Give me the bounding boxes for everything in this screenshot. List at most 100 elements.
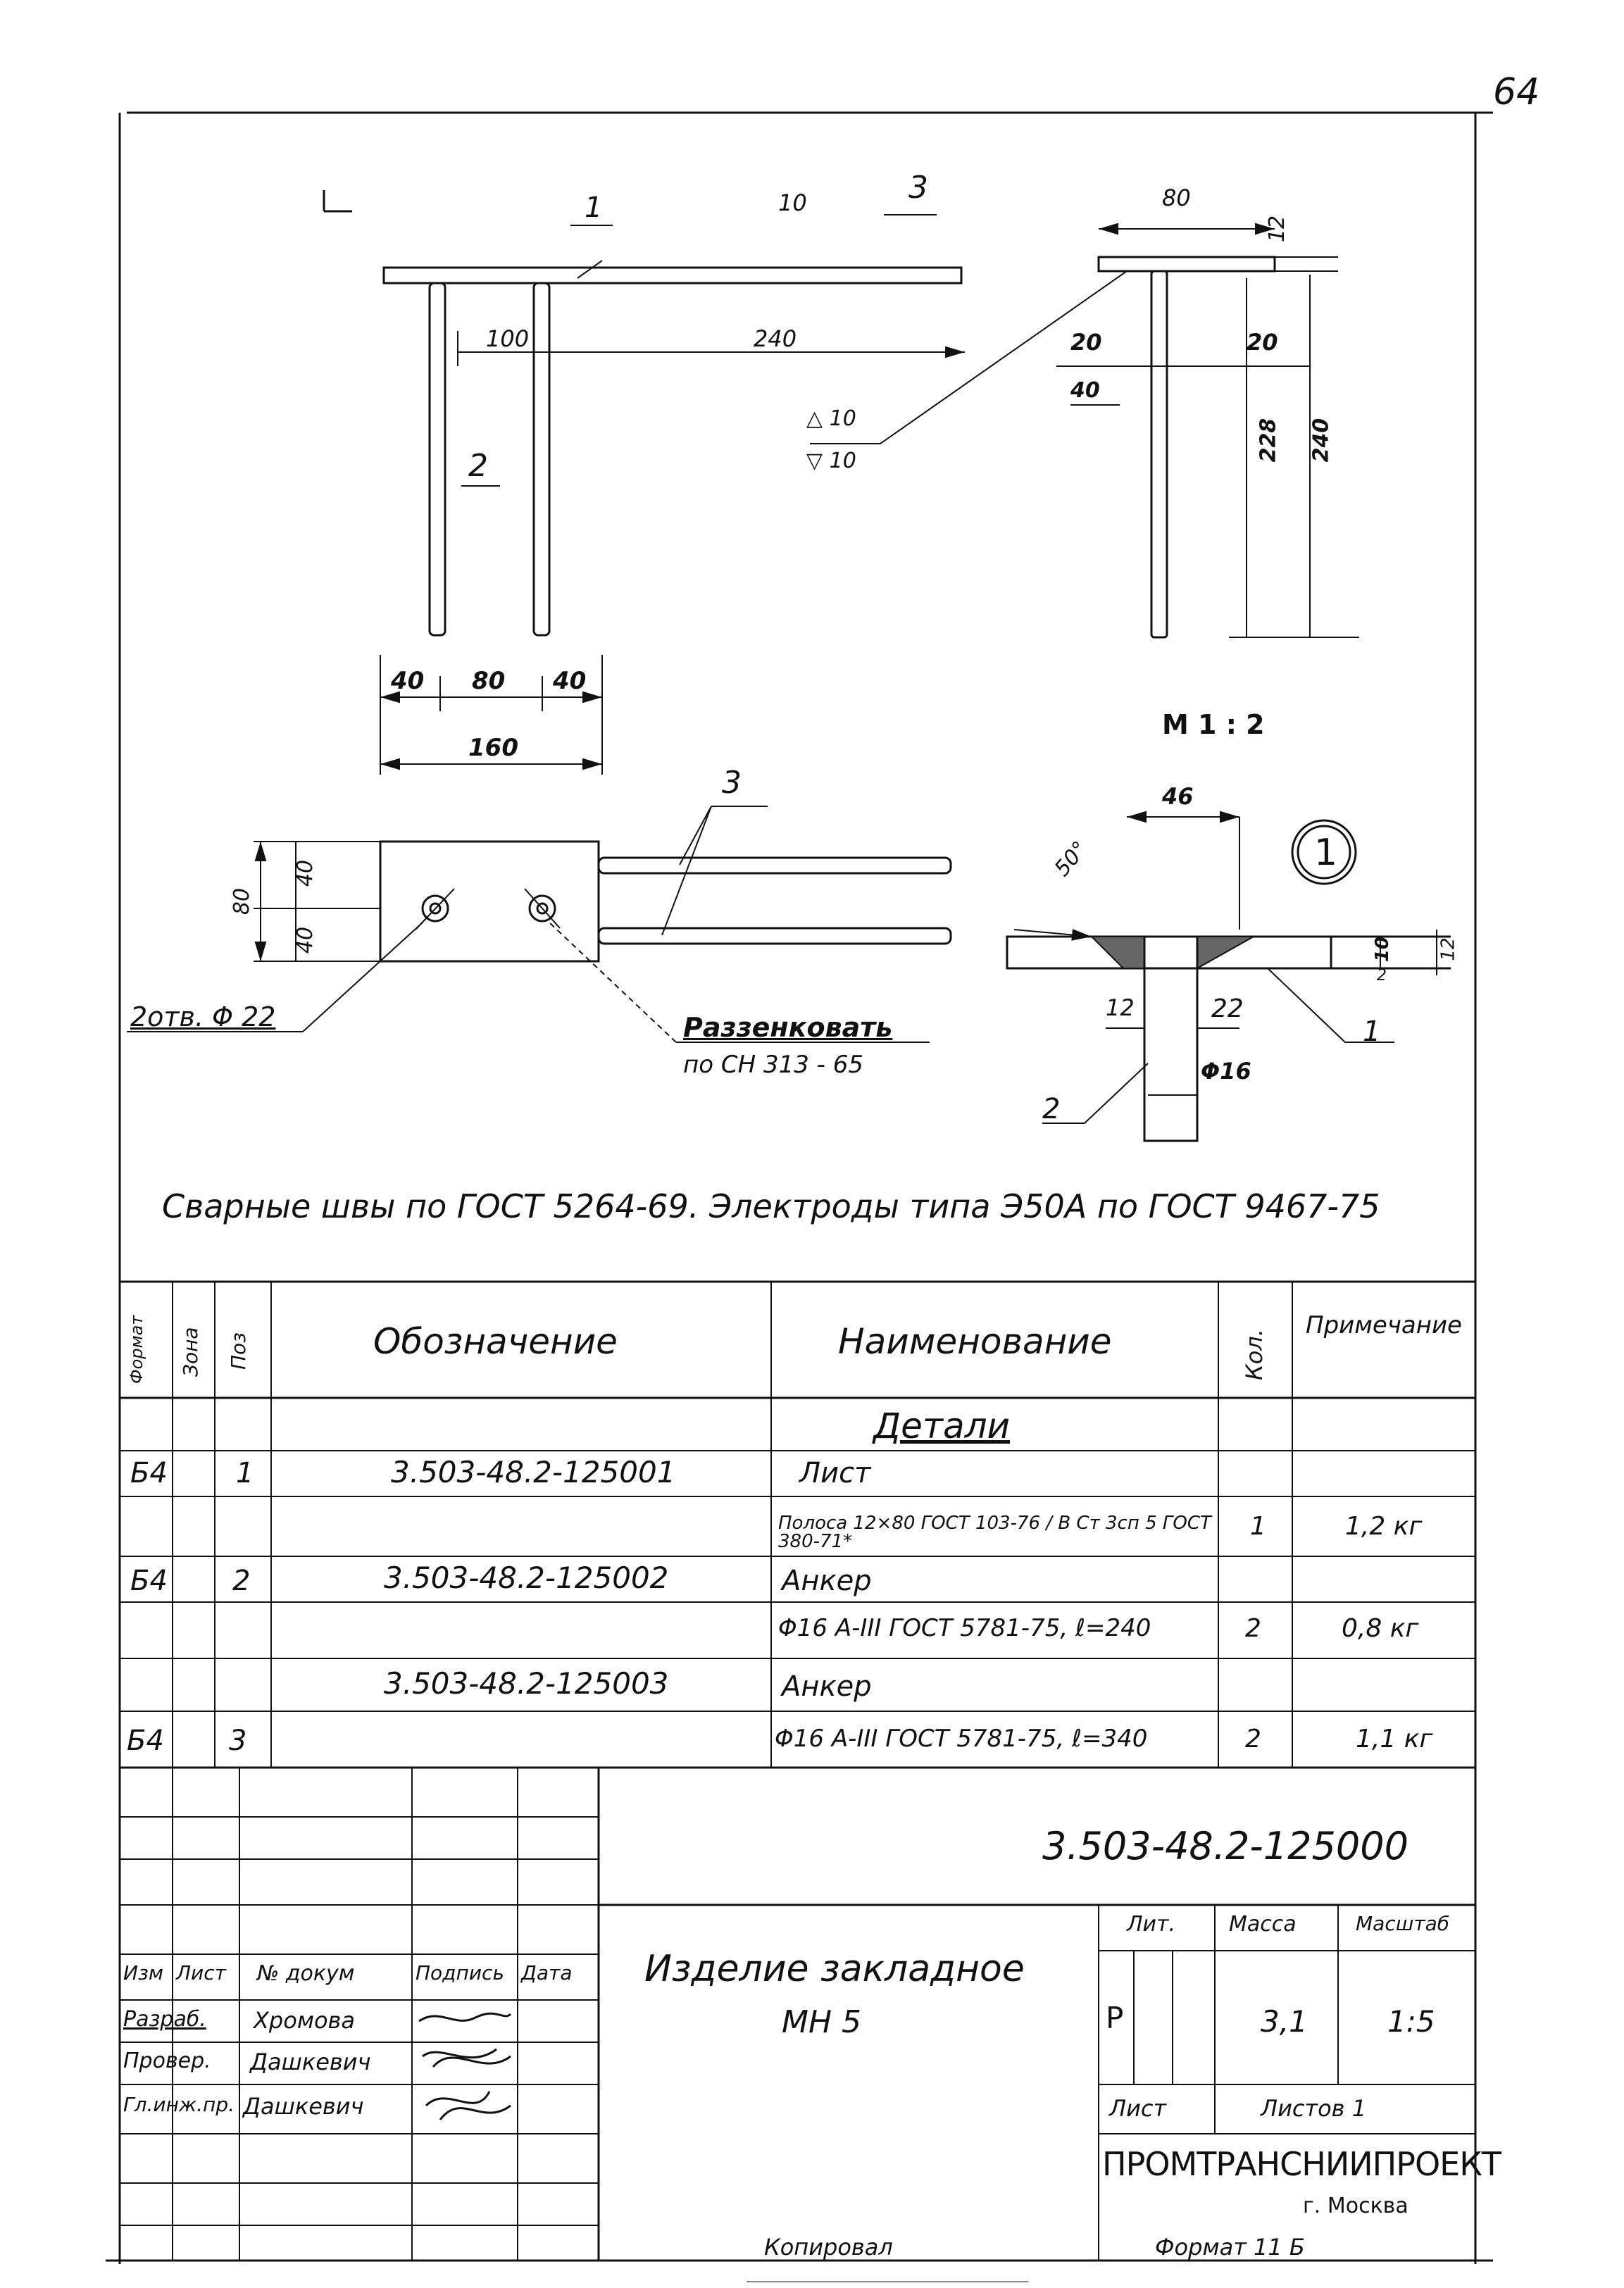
dim-40-b: 40 [553, 667, 587, 695]
row3-pos: 2 [232, 1565, 251, 1597]
side-anchor [1150, 270, 1168, 639]
row3-designation: 3.503-48.2-125002 [384, 1561, 669, 1595]
row5-designation: 3.503-48.2-125003 [384, 1666, 669, 1701]
detail-phi16: Φ16 [1201, 1058, 1251, 1084]
dim-80-side: 80 [1162, 185, 1191, 211]
label-position-2: 2 [468, 448, 488, 484]
dim-240-top: 240 [754, 325, 797, 352]
plan-view [127, 806, 952, 1043]
label-position-3-plan: 3 [722, 765, 742, 801]
mass-value: 3,1 [1261, 2004, 1308, 2039]
scale-value: 1:5 [1387, 2004, 1435, 2039]
weld-fillet-2: ▽ 10 [806, 449, 856, 473]
role-checker: Провер. [123, 2049, 211, 2073]
lit-label: Лит. [1127, 1912, 1176, 1937]
weld-fillet-1: △ 10 [806, 406, 856, 431]
weld-mark-top: 10 [778, 189, 807, 216]
row6-name: Φ16 А-III ГОСТ 5781-75, ℓ=340 [775, 1725, 1148, 1753]
dim-40-side: 40 [1070, 378, 1100, 403]
detail-dim-10: 10 [1372, 936, 1394, 963]
signatures-image [418, 2012, 512, 2120]
dim-20-right: 20 [1247, 329, 1278, 356]
city: г. Москва [1303, 2194, 1408, 2218]
col-list: Лист [176, 1961, 226, 1984]
row5-name: Анкер [782, 1670, 872, 1703]
row1-format: Б4 [130, 1457, 168, 1489]
dim-80-plan: 80 [230, 887, 255, 915]
dim-20-left: 20 [1070, 329, 1102, 356]
copied-by: Копировал [764, 2234, 893, 2261]
name-developer: Хромова [254, 2007, 355, 2034]
dim-40-plan-b: 40 [293, 926, 318, 954]
row4-name: Φ16 А-III ГОСТ 5781-75, ℓ=240 [778, 1614, 1151, 1642]
col-date: Дата [521, 1961, 573, 1984]
detail-1 [1006, 811, 1451, 1142]
detail-dim-12-right: 12 [1437, 937, 1459, 961]
spec-table-grid [120, 1280, 1475, 1769]
side-plate [1097, 256, 1276, 273]
header-name: Наименование [838, 1321, 1112, 1362]
row1-name: Лист [799, 1457, 871, 1489]
detail-dim-46: 46 [1162, 783, 1194, 810]
detail-dim-22: 22 [1211, 994, 1244, 1023]
dim-40-plan-a: 40 [293, 859, 318, 887]
lit-value: Р [1106, 2001, 1124, 2035]
welding-note: Сварные швы по ГОСТ 5264-69. Электроды т… [162, 1187, 1380, 1225]
header-pos: Поз [227, 1332, 250, 1370]
name-checker: Дашкевич [250, 2049, 371, 2075]
dim-80-b: 80 [472, 667, 506, 695]
detail-dim-2: 2 [1377, 967, 1387, 984]
mass-label: Масса [1229, 1912, 1297, 1937]
row2-name: Полоса 12×80 ГОСТ 103-76 / В Ст 3сп 5 ГО… [778, 1513, 1211, 1552]
page-number: 64 [1493, 71, 1540, 113]
countersink-note-1: Раззенковать [683, 1012, 893, 1043]
row3-name: Анкер [782, 1565, 872, 1597]
detail-callout-circle [1291, 819, 1357, 885]
side-view [810, 223, 1359, 639]
drawing-scale: M 1 : 2 [1162, 709, 1265, 740]
anchor-bar-1 [428, 282, 446, 637]
row4-qty: 2 [1245, 1614, 1261, 1643]
role-chief-engineer: Гл.инж.пр. [123, 2093, 235, 2116]
row2-qty: 1 [1250, 1512, 1266, 1541]
row6-note: 1,1 кг [1356, 1725, 1433, 1753]
header-zone: Зона [179, 1327, 202, 1377]
sheets-label: Листов 1 [1261, 2095, 1367, 2122]
scale-label: Масштаб [1356, 1912, 1450, 1935]
countersink-note-2: по СН 313 - 65 [683, 1051, 863, 1079]
dim-240-vertical: 240 [1308, 418, 1334, 463]
role-developer: Разраб. [123, 2007, 206, 2032]
row6-qty: 2 [1245, 1725, 1261, 1753]
row6-format: Б4 [127, 1725, 164, 1757]
col-doc: № докум [257, 1961, 355, 1986]
title-block-grid [120, 1768, 1475, 2282]
row4-note: 0,8 кг [1342, 1614, 1419, 1643]
header-designation: Обозначение [373, 1321, 618, 1362]
dim-40-a: 40 [391, 667, 425, 695]
col-sign: Подпись [416, 1961, 504, 1984]
doc-code: 3.503-48.2-125000 [1042, 1824, 1408, 1868]
title-line-1: Изделие закладное [644, 1948, 1025, 1990]
holes-note: 2отв. Φ 22 [130, 1001, 276, 1032]
dim-12-side: 12 [1265, 215, 1290, 243]
organization: ПРОМТРАНСНИИПРОЕКТ [1102, 2145, 1501, 2183]
dim-228: 228 [1256, 418, 1281, 463]
anchor-bar-2 [532, 282, 551, 637]
row1-designation: 3.503-48.2-125001 [391, 1455, 676, 1489]
format-label: Формат 11 Б [1155, 2234, 1305, 2261]
plate-strip [382, 266, 963, 285]
label-position-1: 1 [585, 192, 603, 224]
row1-pos: 1 [236, 1457, 254, 1489]
plan-plate [379, 840, 600, 963]
header-format: Формат [127, 1315, 146, 1384]
col-izm: Изм [123, 1961, 163, 1984]
title-line-2: МН 5 [782, 2004, 862, 2040]
detail-dim-12: 12 [1106, 994, 1135, 1021]
dim-160: 160 [468, 734, 518, 762]
dim-100: 100 [486, 325, 530, 352]
sheet-label: Лист [1109, 2095, 1167, 2122]
detail-label-2: 2 [1042, 1093, 1061, 1125]
detail-callout-number: 1 [1314, 832, 1338, 874]
row2-note: 1,2 кг [1345, 1512, 1423, 1541]
